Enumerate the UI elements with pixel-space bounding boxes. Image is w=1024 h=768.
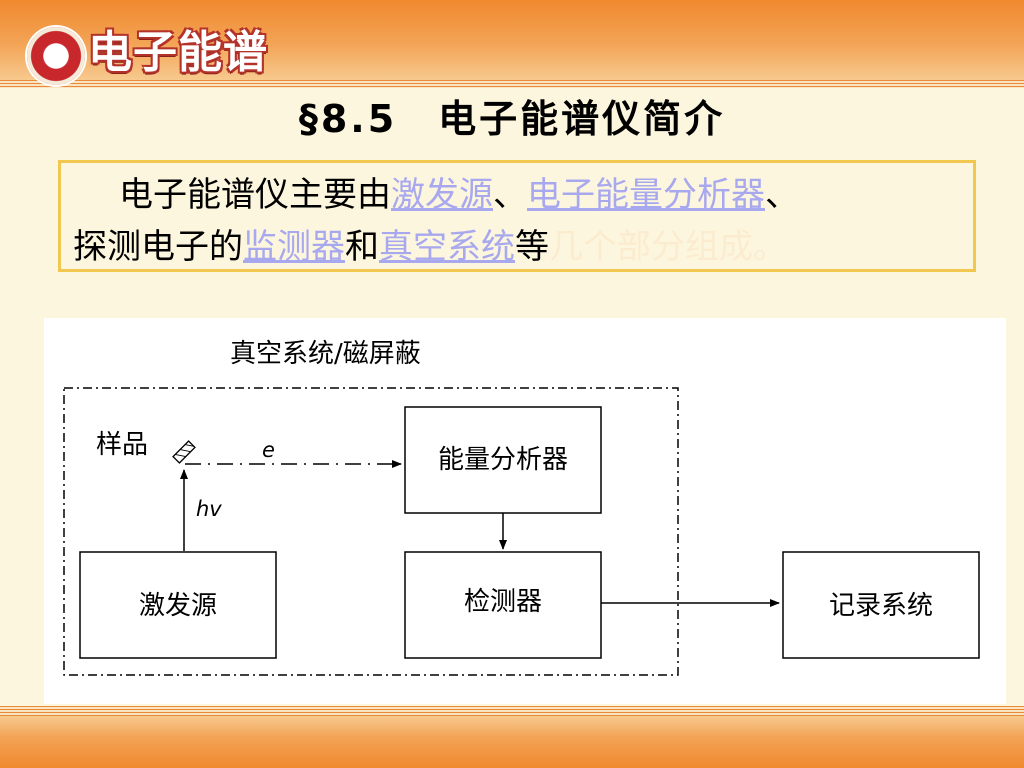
footer-stripes [0, 706, 1024, 716]
intro-text: 和 [345, 227, 379, 267]
slide-title: §8.5 电子能谱仪简介 [298, 97, 726, 141]
analyzer-box [404, 406, 602, 514]
link-vacuum-system[interactable]: 真空系统 [379, 227, 515, 267]
link-excitation-source[interactable]: 激发源 [391, 175, 493, 215]
sample-icon [172, 440, 196, 464]
recorder-label: 记录系统 [829, 591, 933, 621]
detector-label: 检测器 [464, 587, 542, 617]
link-detector[interactable]: 监测器 [243, 227, 345, 267]
header-stripes [0, 80, 1024, 88]
university-seal-icon [27, 27, 85, 85]
intro-line-2: 探测电子的监测器和真空系统等几个部分组成。 [73, 221, 963, 273]
diagram-panel: 真空系统/磁屏蔽 样品 e hv 能量分析器 检测器 激发源 记录系统 [44, 318, 1006, 704]
source-label: 激发源 [139, 591, 217, 621]
intro-box: 电子能谱仪主要由激发源、电子能量分析器、 探测电子的监测器和真空系统等几个部分组… [58, 160, 976, 272]
logo-text: 电子能谱 [88, 27, 268, 78]
intro-separator: 、 [765, 175, 799, 215]
intro-text: 电子能谱仪主要由 [119, 175, 391, 215]
link-energy-analyzer[interactable]: 电子能量分析器 [527, 175, 765, 215]
intro-text: 等 [515, 227, 549, 267]
intro-line-1: 电子能谱仪主要由激发源、电子能量分析器、 [73, 169, 963, 221]
photon-label: hv [196, 497, 222, 521]
source-box [79, 551, 277, 659]
recorder-box [782, 551, 980, 659]
intro-text: 探测电子的 [73, 227, 243, 267]
electron-label: e [262, 438, 275, 462]
enclosure-label: 真空系统/磁屏蔽 [230, 339, 421, 369]
sample-label: 样品 [96, 430, 148, 460]
block-diagram: 真空系统/磁屏蔽 样品 e hv 能量分析器 检测器 激发源 记录系统 [63, 339, 980, 676]
analyzer-label: 能量分析器 [438, 445, 568, 475]
vacuum-enclosure [63, 387, 679, 676]
footer-bar [0, 716, 1024, 768]
intro-faded-text: 几个部分组成。 [549, 227, 787, 267]
header-bar [0, 0, 1024, 80]
intro-separator: 、 [493, 175, 527, 215]
detector-box [404, 551, 602, 659]
